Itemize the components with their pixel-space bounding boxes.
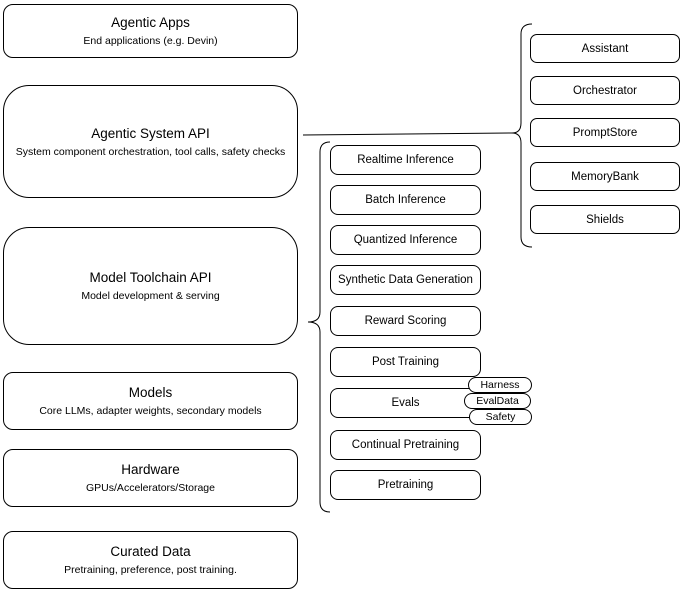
node-realtime-inference: Realtime Inference xyxy=(330,145,481,175)
node-subtitle: GPUs/Accelerators/Storage xyxy=(86,482,215,494)
node-subtitle: Model development & serving xyxy=(81,290,220,302)
tag-harness: Harness xyxy=(468,377,532,393)
node-label: Shields xyxy=(586,213,624,226)
node-title: Agentic Apps xyxy=(111,15,190,30)
connector-system-api-to-components xyxy=(302,132,513,136)
node-synthetic-data-generation: Synthetic Data Generation xyxy=(330,265,481,295)
node-assistant: Assistant xyxy=(530,34,680,63)
node-continual-pretraining: Continual Pretraining xyxy=(330,430,481,460)
node-title: Agentic System API xyxy=(91,125,210,141)
tag-label: Safety xyxy=(485,411,516,423)
node-batch-inference: Batch Inference xyxy=(330,185,481,215)
tag-label: Harness xyxy=(480,379,520,391)
node-label: Synthetic Data Generation xyxy=(338,274,473,286)
node-label: Assistant xyxy=(581,42,629,55)
node-label: Post Training xyxy=(371,356,440,368)
node-agentic-apps: Agentic Apps End applications (e.g. Devi… xyxy=(3,4,298,58)
node-quantized-inference: Quantized Inference xyxy=(330,225,481,255)
node-label: Evals xyxy=(391,397,420,409)
node-model-toolchain-api: Model Toolchain API Model development & … xyxy=(3,227,298,345)
node-orchestrator: Orchestrator xyxy=(530,76,680,105)
node-title: Curated Data xyxy=(110,544,191,559)
node-label: Realtime Inference xyxy=(357,154,454,166)
brace-components-group xyxy=(511,23,533,248)
node-memorybank: MemoryBank xyxy=(530,162,680,191)
node-models: Models Core LLMs, adapter weights, secon… xyxy=(3,372,298,430)
node-title: Model Toolchain API xyxy=(89,270,212,285)
node-subtitle: End applications (e.g. Devin) xyxy=(83,35,218,47)
node-label: Pretraining xyxy=(377,479,434,491)
node-subtitle: Pretraining, preference, post training. xyxy=(64,564,237,576)
node-label: Batch Inference xyxy=(365,194,446,206)
tag-evaldata: EvalData xyxy=(464,393,531,409)
node-hardware: Hardware GPUs/Accelerators/Storage xyxy=(3,449,298,507)
node-subtitle: Core LLMs, adapter weights, secondary mo… xyxy=(39,405,262,417)
node-post-training: Post Training xyxy=(330,347,481,377)
node-subtitle: System component orchestration, tool cal… xyxy=(15,145,286,158)
node-title: Models xyxy=(128,385,173,400)
node-title: Hardware xyxy=(121,462,180,477)
node-label: PromptStore xyxy=(572,126,638,139)
node-label: Continual Pretraining xyxy=(351,439,460,451)
node-label: MemoryBank xyxy=(571,170,639,183)
node-label: Orchestrator xyxy=(573,84,637,97)
node-agentic-system-api: Agentic System API System component orch… xyxy=(3,85,298,198)
bracket-toolchain-group xyxy=(307,141,331,513)
node-shields: Shields xyxy=(530,205,680,234)
tag-label: EvalData xyxy=(476,395,519,407)
node-label: Reward Scoring xyxy=(364,315,447,327)
node-pretraining: Pretraining xyxy=(330,470,481,500)
node-curated-data: Curated Data Pretraining, preference, po… xyxy=(3,531,298,589)
node-evals: Evals xyxy=(330,388,481,418)
node-promptstore: PromptStore xyxy=(530,118,680,147)
tag-safety: Safety xyxy=(469,409,532,425)
node-label: Quantized Inference xyxy=(353,234,458,246)
node-reward-scoring: Reward Scoring xyxy=(330,306,481,336)
